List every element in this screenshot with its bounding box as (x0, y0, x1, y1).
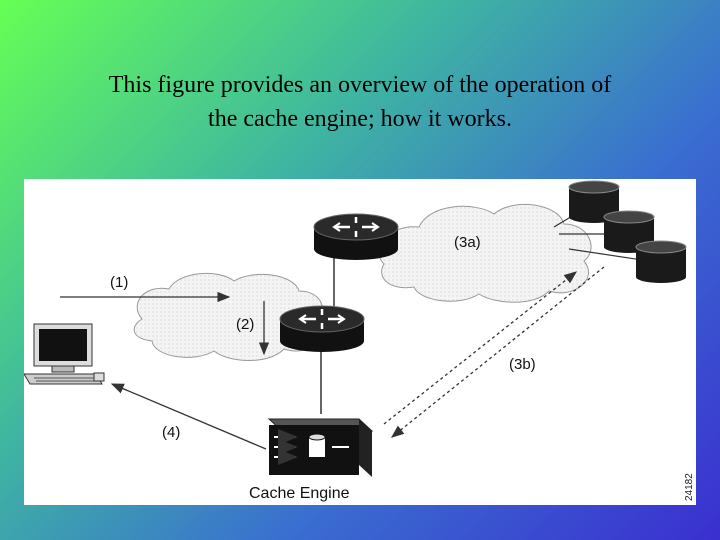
web-server-3 (635, 240, 687, 283)
cache-engine-icon (267, 418, 374, 477)
figure-id: 24182 (684, 473, 695, 501)
cache-engine-diagram: (1) (2) (3a) (3b) (4) Cache Engine 24182 (24, 179, 696, 505)
label-step-3a: (3a) (454, 234, 481, 251)
label-step-4: (4) (162, 424, 180, 441)
fetch-arrow-3b-up (383, 271, 578, 425)
label-step-3b: (3b) (509, 356, 536, 373)
web-server-1 (568, 180, 620, 223)
client-workstation-icon (24, 323, 105, 385)
caption-line-2: the cache engine; how it works. (208, 106, 512, 132)
label-step-1: (1) (110, 274, 128, 291)
response-arrow-4 (110, 383, 267, 450)
internet-cloud (378, 203, 592, 303)
slide-caption: This figure provides an overview of the … (60, 68, 660, 136)
cache-engine-label: Cache Engine (249, 485, 350, 502)
label-step-2: (2) (236, 316, 254, 333)
upper-router-icon (313, 213, 399, 260)
lower-router-icon (279, 305, 365, 352)
caption-line-1: This figure provides an overview of the … (108, 72, 612, 98)
